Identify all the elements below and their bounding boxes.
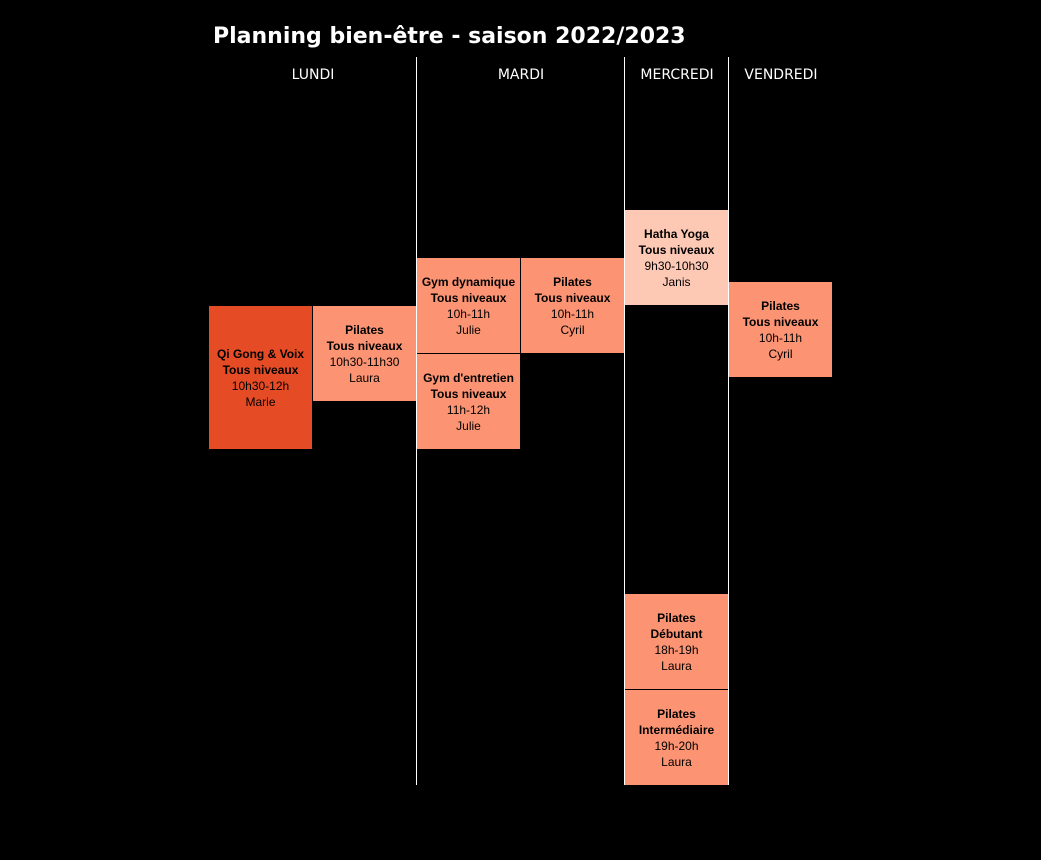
session-time: 10h-11h	[758, 330, 803, 345]
session-level: Tous niveaux	[326, 338, 403, 353]
session-teacher: Janis	[662, 274, 691, 289]
session-level: Tous niveaux	[742, 314, 819, 329]
session-pilates-intermediaire[interactable]: Pilates Intermédiaire 19h-20h Laura	[625, 689, 728, 785]
session-qigong[interactable]: Qi Gong & Voix Tous niveaux 10h30-12h Ma…	[209, 306, 312, 449]
session-name: Hatha Yoga	[644, 226, 709, 241]
column-divider	[416, 57, 417, 785]
session-level: Débutant	[650, 626, 703, 641]
session-time: 19h-20h	[654, 738, 699, 753]
session-pilates-debutant[interactable]: Pilates Débutant 18h-19h Laura	[625, 594, 728, 689]
session-hatha-yoga[interactable]: Hatha Yoga Tous niveaux 9h30-10h30 Janis	[625, 210, 728, 305]
session-gym-entretien[interactable]: Gym d'entretien Tous niveaux 11h-12h Jul…	[417, 353, 520, 449]
session-level: Tous niveaux	[534, 290, 611, 305]
session-name: Pilates	[761, 298, 800, 313]
session-level: Tous niveaux	[430, 290, 507, 305]
page-title: Planning bien-être - saison 2022/2023	[213, 24, 686, 49]
day-header-vendredi: VENDREDI	[744, 67, 818, 83]
session-name: Pilates	[345, 322, 384, 337]
session-name: Pilates	[657, 706, 696, 721]
session-teacher: Cyril	[560, 322, 585, 337]
session-name: Pilates	[553, 274, 592, 289]
session-pilates-mardi[interactable]: Pilates Tous niveaux 10h-11h Cyril	[521, 258, 624, 353]
session-teacher: Marie	[245, 394, 276, 409]
session-time: 11h-12h	[446, 402, 491, 417]
session-pilates-lundi[interactable]: Pilates Tous niveaux 10h30-11h30 Laura	[313, 306, 416, 401]
session-name: Qi Gong & Voix	[216, 346, 305, 361]
session-teacher: Laura	[661, 754, 692, 769]
session-time: 10h30-12h	[231, 378, 290, 393]
session-time: 9h30-10h30	[644, 258, 709, 273]
session-name: Gym d'entretien	[423, 370, 514, 385]
session-time: 10h30-11h30	[329, 354, 400, 369]
session-gym-dynamique[interactable]: Gym dynamique Tous niveaux 10h-11h Julie	[417, 258, 520, 353]
session-teacher: Julie	[456, 418, 481, 433]
column-divider	[624, 57, 625, 785]
day-header-mercredi: MERCREDI	[640, 67, 714, 83]
session-teacher: Laura	[661, 658, 692, 673]
column-divider	[728, 57, 729, 785]
session-name: Pilates	[657, 610, 696, 625]
session-time: 10h-11h	[550, 306, 595, 321]
session-name: Gym dynamique	[421, 274, 516, 289]
session-time: 18h-19h	[654, 642, 699, 657]
session-level: Tous niveaux	[638, 242, 715, 257]
session-teacher: Cyril	[768, 346, 793, 361]
session-teacher: Julie	[456, 322, 481, 337]
session-level: Tous niveaux	[222, 362, 299, 377]
session-level: Intermédiaire	[638, 722, 715, 737]
session-level: Tous niveaux	[430, 386, 507, 401]
session-time: 10h-11h	[446, 306, 491, 321]
day-header-mardi: MARDI	[497, 67, 545, 83]
day-header-lundi: LUNDI	[291, 67, 335, 83]
session-teacher: Laura	[349, 370, 380, 385]
session-pilates-vendredi[interactable]: Pilates Tous niveaux 10h-11h Cyril	[729, 282, 832, 377]
